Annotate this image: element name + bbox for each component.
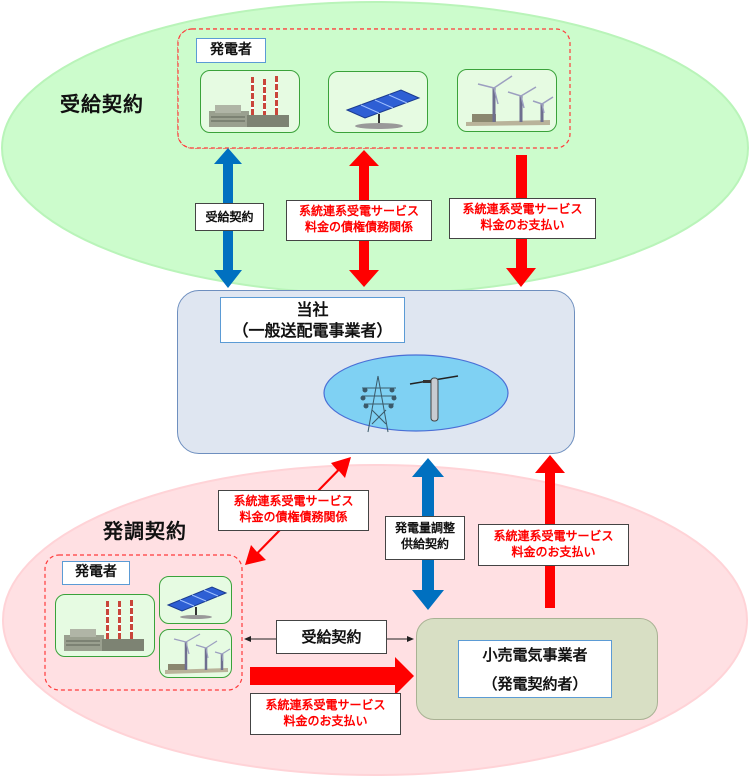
top-rights-line2: 料金の債権債務関係 bbox=[304, 220, 413, 235]
retail-payment-line2: 料金のお支払い bbox=[511, 545, 596, 560]
bottom-generator-group bbox=[44, 554, 243, 691]
generator-payment-arrow bbox=[250, 657, 414, 695]
top-thermal-plant-tile bbox=[200, 70, 300, 133]
top-generator-tag: 発電者 bbox=[196, 38, 266, 63]
generator-payment-label: 系統連系受電サービス 料金のお支払い bbox=[250, 693, 401, 735]
top-rights-line1: 系統連系受電サービス bbox=[298, 204, 419, 218]
company-label: 当社 （一般送配電事業者） bbox=[220, 297, 405, 343]
solar-panel-icon bbox=[166, 586, 228, 619]
thermal-plant-icon bbox=[64, 600, 144, 651]
top-wind-turbine-tile bbox=[457, 69, 557, 132]
retailer-name: 小売電気事業者 bbox=[482, 646, 588, 664]
retail-payment-line1: 系統連系受電サービス bbox=[493, 529, 614, 543]
retailer-label: 小売電気事業者 （発電契約者） bbox=[458, 640, 612, 698]
solar-panel-icon bbox=[345, 89, 421, 129]
transmission-tower-icon bbox=[360, 375, 397, 433]
bottom-thermal-plant-tile bbox=[55, 594, 155, 657]
top-solar-panel-tile bbox=[328, 71, 428, 133]
bottom-supply-contract-label: 受給契約 bbox=[276, 620, 387, 654]
top-payment-line1: 系統連系受電サービス bbox=[462, 202, 583, 216]
adjust-contract-line2: 供給契約 bbox=[400, 537, 449, 552]
top-supply-contract-text: 受給契約 bbox=[205, 210, 254, 224]
bottom-rights-label: 系統連系受電サービス 料金の債権債務関係 bbox=[218, 490, 369, 531]
wind-turbine-icon bbox=[165, 633, 231, 674]
generator-payment-line1: 系統連系受電サービス bbox=[265, 698, 386, 712]
bottom-wind-turbine-tile bbox=[159, 629, 232, 678]
top-supply-contract-label: 受給契約 bbox=[195, 203, 264, 231]
company-type: （一般送配電事業者） bbox=[232, 320, 393, 340]
adjust-contract-label: 発電量調整 供給契約 bbox=[385, 516, 465, 560]
supply-contract-title: 受給契約 bbox=[60, 92, 144, 116]
adjust-contract-title: 発調契約 bbox=[103, 519, 187, 543]
bottom-solar-panel-tile bbox=[159, 576, 232, 624]
retailer-role: （発電契約者） bbox=[482, 674, 588, 693]
bottom-rights-line1: 系統連系受電サービス bbox=[233, 494, 354, 508]
top-rights-label: 系統連系受電サービス 料金の債権債務関係 bbox=[286, 200, 432, 241]
company-name: 当社 bbox=[296, 300, 329, 319]
adjust-contract-line1: 発電量調整 bbox=[394, 521, 455, 535]
generator-payment-line2: 料金のお支払い bbox=[283, 714, 368, 729]
wind-turbine-icon bbox=[466, 75, 554, 126]
utility-pole-icon bbox=[409, 375, 459, 422]
top-payment-label: 系統連系受電サービス 料金のお支払い bbox=[449, 198, 596, 239]
retail-payment-label: 系統連系受電サービス 料金のお支払い bbox=[478, 524, 629, 566]
top-payment-line2: 料金のお支払い bbox=[480, 218, 565, 233]
thermal-plant-icon bbox=[209, 76, 289, 127]
bottom-generator-tag: 発電者 bbox=[62, 561, 130, 585]
bottom-supply-contract-text: 受給契約 bbox=[301, 628, 362, 646]
bottom-rights-line2: 料金の債権債務関係 bbox=[239, 510, 348, 525]
grid-network-ellipse bbox=[323, 354, 509, 432]
